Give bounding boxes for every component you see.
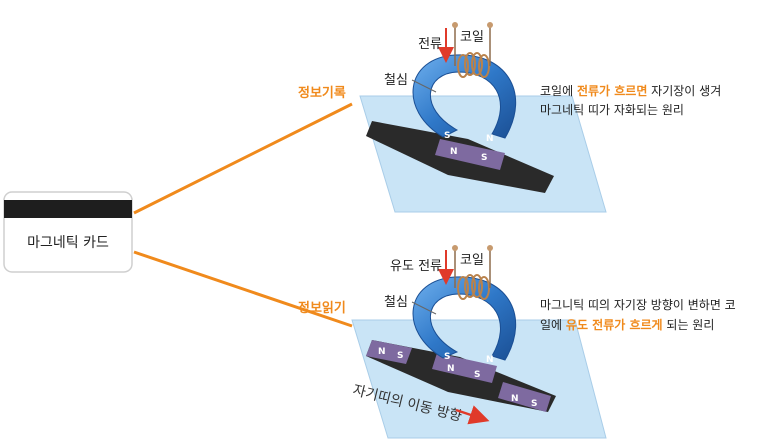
- recording-scene: N S S N 전류 코일 철심 코일에 전류가 흐르면 자기장이 생겨 마그네…: [359, 22, 721, 213]
- seg3-pole-s: S: [531, 399, 537, 409]
- core-label-top: 철심: [384, 73, 408, 88]
- iron-core-bottom: [412, 276, 516, 361]
- terminal-right-top: [487, 22, 493, 28]
- branch-label-read: 정보읽기: [298, 300, 346, 316]
- desc-bottom-line2: 일에 유도 전류가 흐르게 되는 원리: [540, 317, 714, 332]
- segment-3-bottom: [498, 382, 551, 412]
- card-magnetic-stripe: [4, 200, 132, 218]
- desc-bottom-line1: 마그니틱 띠의 자기장 방향이 변하면 코: [540, 298, 736, 312]
- zone-pole-s-top: S: [481, 153, 487, 163]
- motion-arrow: [455, 405, 490, 425]
- iron-core-top: [412, 54, 516, 139]
- current-label-bottom: 유도 전류: [390, 259, 442, 274]
- zone-pole-n-top: N: [450, 147, 458, 157]
- coil-top: [457, 52, 490, 78]
- seg1-pole-s: S: [397, 351, 403, 361]
- coil-bottom: [457, 274, 490, 300]
- core-pole-s-top: S: [444, 131, 450, 141]
- current-label-top: 전류: [418, 37, 442, 52]
- core-pole-n-bottom: N: [486, 355, 494, 365]
- branch-label-write: 정보기록: [298, 85, 346, 101]
- magnetized-zone-top: [435, 139, 505, 170]
- seg2-pole-n: N: [447, 364, 455, 374]
- core-pole-s-bottom: S: [444, 352, 450, 362]
- branch-line-bottom: [133, 250, 353, 328]
- coil-label-bottom: 코일: [460, 253, 484, 268]
- terminal-left-bottom: [452, 245, 458, 251]
- coil-label-top: 코일: [460, 30, 484, 45]
- core-pole-n-top: N: [486, 134, 494, 144]
- seg1-pole-n: N: [378, 347, 386, 357]
- desc-top-line1: 코일에 전류가 흐르면 자기장이 생겨: [540, 83, 721, 98]
- core-pointer-bottom: [411, 301, 437, 315]
- seg2-pole-s: S: [474, 370, 480, 380]
- desc-top-line2: 마그네틱 띠가 자화되는 원리: [540, 103, 684, 117]
- terminal-right-bottom: [487, 245, 493, 251]
- card-label: 마그네틱 카드: [27, 235, 109, 251]
- magnetic-card: 마그네틱 카드: [3, 191, 133, 273]
- segment-1-bottom: [366, 340, 412, 364]
- core-label-bottom: 철심: [384, 295, 408, 310]
- terminal-left-top: [452, 22, 458, 28]
- reading-scene: N S N S N S S N 유도 전류 코일 철심 자기띠의 이동 방향 마…: [351, 245, 736, 439]
- segment-2-bottom: [432, 353, 497, 383]
- core-pointer-top: [411, 79, 437, 93]
- seg3-pole-n: N: [511, 394, 519, 404]
- branch-line-top: [133, 102, 353, 215]
